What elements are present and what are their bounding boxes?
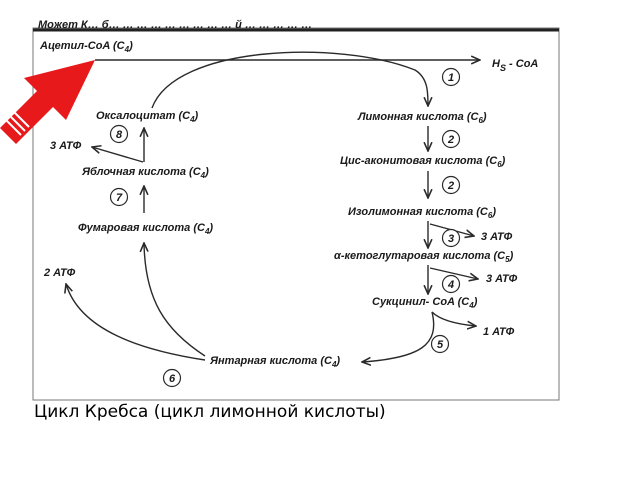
atp-3-isocitric: 3 АТФ <box>481 231 513 243</box>
step-7-circle <box>109 187 129 207</box>
atp-3-malic: 3 АТФ <box>50 140 82 152</box>
atp-3-keto: 3 АТФ <box>486 273 518 285</box>
step-6-circle <box>162 368 182 388</box>
arrow-succinyl-atp <box>431 311 476 326</box>
step-1-circle <box>441 67 461 87</box>
step-1-number: 1 <box>448 72 454 84</box>
step-4-circle <box>441 274 461 294</box>
step-2b-circle <box>441 175 461 195</box>
step-8-number: 8 <box>116 129 123 141</box>
red-pointer-arrow-icon <box>0 60 95 144</box>
step-3-circle <box>441 228 461 248</box>
acetyl-coa-label: Ацетил-CoA (C4) <box>39 40 133 54</box>
succinyl-coa-label: Сукцинил- CoA (C4) <box>372 296 478 310</box>
arrow-malic-atp <box>92 147 144 163</box>
diagram-caption: Цикл Кребса (цикл лимонной кислоты) <box>34 402 386 422</box>
arrow-succinic-to-fumaric <box>144 243 206 357</box>
arrow-succinyl-to-succinic <box>362 311 435 362</box>
step-6-number: 6 <box>169 373 176 385</box>
hs-coa-label: HS - CoA <box>492 58 538 73</box>
arrow-to-citric <box>151 51 428 109</box>
arrow-succinic-atp <box>66 284 206 361</box>
step-5-circle <box>430 334 450 354</box>
cis-aconitic-label: Цис-аконитовая кислота (C6) <box>340 155 506 169</box>
step-5-number: 5 <box>437 339 444 351</box>
citric-acid-label: Лимонная кислота (C6) <box>357 111 487 125</box>
step-8-circle <box>109 124 129 144</box>
atp-1-succinyl: 1 АТФ <box>483 326 515 338</box>
oxaloacetate-label: Оксалоцитат (C4) <box>96 110 199 124</box>
ketoglutarate-label: α-кетоглутаровая кислота (C5) <box>334 250 514 264</box>
step-7-number: 7 <box>116 192 123 204</box>
isocitric-label: Изолимонная кислота (C6) <box>348 206 496 220</box>
step-2a-circle <box>441 129 461 149</box>
step-4-number: 4 <box>447 279 454 291</box>
arrow-keto-atp <box>429 267 478 279</box>
step-3-number: 3 <box>448 233 454 245</box>
malic-acid-label: Яблочная кислота (C4) <box>81 166 209 180</box>
atp-2-succinic: 2 АТФ <box>43 267 76 279</box>
top-cut-text: Мoжет К… б… … … … … … … … … й … … … … … <box>38 19 312 31</box>
fumaric-acid-label: Фумаровая кислота (C4) <box>78 222 213 236</box>
succinic-acid-label: Янтарная кислота (C4) <box>209 355 340 369</box>
step-2a-number: 2 <box>447 134 454 146</box>
step-2b-number: 2 <box>447 180 454 192</box>
